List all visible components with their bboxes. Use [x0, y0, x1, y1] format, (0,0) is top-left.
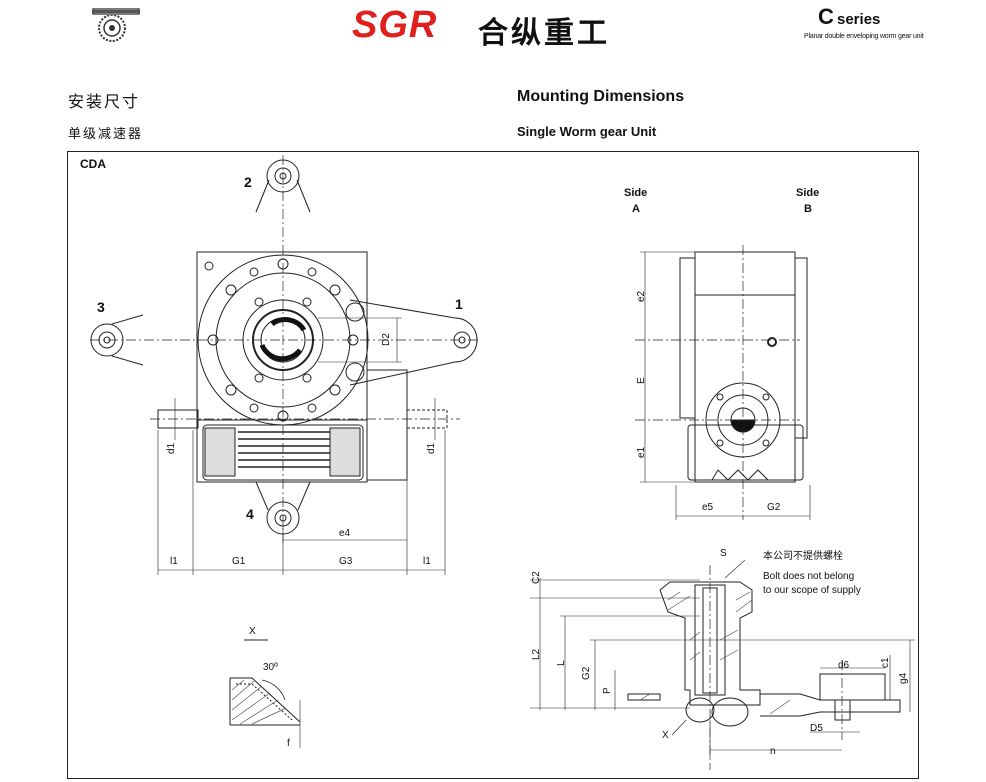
side-b-label-1: Side	[796, 187, 820, 199]
svg-text:d1: d1	[166, 442, 177, 454]
detail-x-drawing	[229, 639, 301, 748]
dim-l1-left: l1	[170, 556, 178, 567]
series-letter: C	[818, 4, 834, 29]
svg-text:L2: L2	[531, 648, 542, 660]
svg-text:g4: g4	[898, 672, 909, 684]
title-cn: 安装尺寸	[68, 92, 141, 111]
position-4-label: 4	[246, 506, 254, 522]
title-en: Mounting Dimensions	[517, 88, 685, 105]
brand-name-cn: 合纵重工	[478, 16, 610, 51]
subtitle-en: Single Worm gear Unit	[517, 124, 657, 139]
front-view-drawing: D2 d1 d1	[90, 155, 480, 575]
bolt-note-en-1: Bolt does not belong	[763, 571, 855, 582]
drawing-frame	[67, 151, 919, 779]
detail-f: f	[287, 738, 290, 749]
dim-e4: e4	[339, 528, 351, 539]
position-1-label: 1	[455, 296, 463, 312]
svg-text:P: P	[602, 687, 613, 694]
position-3-label: 3	[97, 299, 105, 315]
section-s-label: S	[720, 548, 727, 559]
detail-x-title: X	[249, 626, 256, 637]
series-word: series	[837, 11, 881, 28]
subtitle-cn: 单级减速器	[68, 127, 144, 142]
svg-text:E: E	[636, 377, 647, 384]
svg-text:d1: d1	[426, 442, 437, 454]
side-view-drawing: e2 E e1	[635, 245, 811, 520]
svg-text:e2: e2	[636, 290, 647, 302]
svg-text:C2: C2	[531, 571, 542, 584]
section-view-drawing: C2 L2 L G2 P c1 g4	[530, 560, 915, 770]
detail-angle: 30º	[263, 662, 278, 673]
dim-g3: G3	[339, 556, 353, 567]
side-a-label-1: Side	[624, 187, 648, 199]
svg-text:L: L	[556, 660, 567, 666]
dim-l1-right: l1	[423, 556, 431, 567]
svg-text:D2: D2	[381, 333, 392, 346]
dim-d5: D5	[810, 723, 823, 734]
bolt-note-cn: 本公司不提供螺栓	[763, 551, 843, 562]
model-label: CDA	[80, 157, 106, 171]
side-b-label-2: B	[804, 203, 812, 215]
bolt-note-en-2: to our scope of supply	[763, 585, 861, 596]
side-a-label-2: A	[632, 203, 640, 215]
brand-logo: SGR	[352, 4, 438, 46]
position-2-label: 2	[244, 174, 252, 190]
dim-g1: G1	[232, 556, 246, 567]
dim-g2-side: G2	[767, 502, 781, 513]
dim-d6: d6	[838, 660, 850, 671]
svg-text:c1: c1	[880, 657, 891, 668]
dim-n: n	[770, 746, 776, 757]
svg-text:e1: e1	[636, 446, 647, 458]
series-subtitle: Planar double enveloping worm gear unit	[804, 33, 924, 40]
svg-text:G2: G2	[581, 666, 592, 680]
section-x-label: X	[662, 730, 669, 741]
dim-e5: e5	[702, 502, 714, 513]
gear-logo-icon	[92, 8, 140, 42]
